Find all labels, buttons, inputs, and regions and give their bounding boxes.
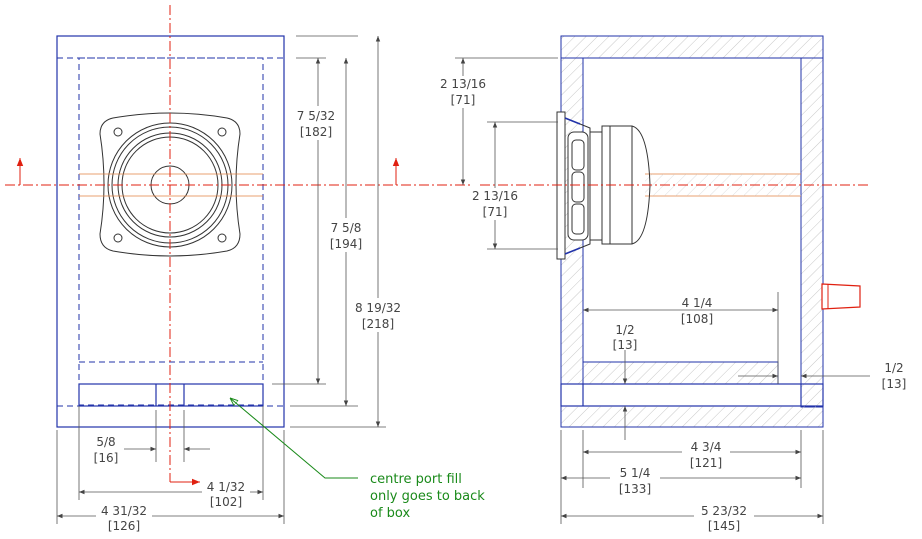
dim-depth-inner-imperial: 4 3/4 bbox=[691, 440, 722, 454]
dim-driver-top-imperial: 2 13/16 bbox=[440, 77, 486, 91]
dim-inner-width-metric: [102] bbox=[210, 495, 242, 509]
dim-side-thickness-metric: [13] bbox=[882, 377, 907, 391]
dim-board-thickness-metric: [13] bbox=[613, 338, 638, 352]
dim-board-thickness-imperial: 1/2 bbox=[615, 323, 634, 337]
dim-front-height-outer-imperial: 8 19/32 bbox=[355, 301, 401, 315]
dim-driver-bottom-imperial: 2 13/16 bbox=[472, 189, 518, 203]
dim-side-thickness-imperial: 1/2 bbox=[884, 361, 903, 375]
port-block bbox=[78, 383, 264, 407]
front-inner-hidden-outline bbox=[78, 57, 264, 406]
dim-front-height-mid-imperial: 7 5/8 bbox=[331, 221, 362, 235]
dim-port-width-metric: [16] bbox=[94, 451, 119, 465]
bottom-board-upper bbox=[560, 383, 824, 407]
top-board bbox=[560, 35, 824, 59]
dim-depth-inner-metric: [121] bbox=[690, 456, 722, 470]
dim-depth-outer-imperial: 5 23/32 bbox=[701, 504, 747, 518]
dim-driver-top-metric: [71] bbox=[451, 93, 476, 107]
dim-driver-bottom-metric: [71] bbox=[483, 205, 508, 219]
dim-port-depth-imperial: 4 1/4 bbox=[682, 296, 713, 310]
front-view: 7 5/32 [182] 7 5/8 [194] 8 19/32 [218] 5… bbox=[5, 5, 470, 536]
dim-front-height-inner-imperial: 7 5/32 bbox=[297, 109, 335, 123]
port-note: centre port fill only goes to back of bo… bbox=[230, 398, 485, 521]
dim-front-height-inner-metric: [182] bbox=[300, 125, 332, 139]
port-flare bbox=[821, 283, 861, 310]
dim-port-depth-metric: [108] bbox=[681, 312, 713, 326]
note-line-1: centre port fill bbox=[370, 472, 462, 487]
note-leader bbox=[230, 398, 358, 479]
port-shelf bbox=[582, 361, 779, 385]
side-section-view: 2 13/16 [71] 2 13/16 [71] 4 1/4 [108] 1/… bbox=[438, 35, 907, 536]
dim-front-height-outer-metric: [218] bbox=[362, 317, 394, 331]
dim-inner-width-imperial: 4 1/32 bbox=[207, 480, 245, 494]
bottom-board bbox=[560, 405, 824, 428]
dim-depth-outer-metric: [145] bbox=[708, 519, 740, 533]
back-board bbox=[800, 57, 824, 408]
dim-outer-width-metric: [126] bbox=[108, 519, 140, 533]
note-line-2: only goes to back bbox=[370, 489, 485, 504]
dim-depth-mid-metric: [133] bbox=[619, 482, 651, 496]
dim-outer-width-imperial: 4 31/32 bbox=[101, 504, 147, 518]
note-line-3: of box bbox=[370, 506, 410, 521]
dim-port-width-imperial: 5/8 bbox=[96, 435, 115, 449]
dim-depth-mid-imperial: 5 1/4 bbox=[620, 466, 651, 480]
dim-front-height-mid-metric: [194] bbox=[330, 237, 362, 251]
